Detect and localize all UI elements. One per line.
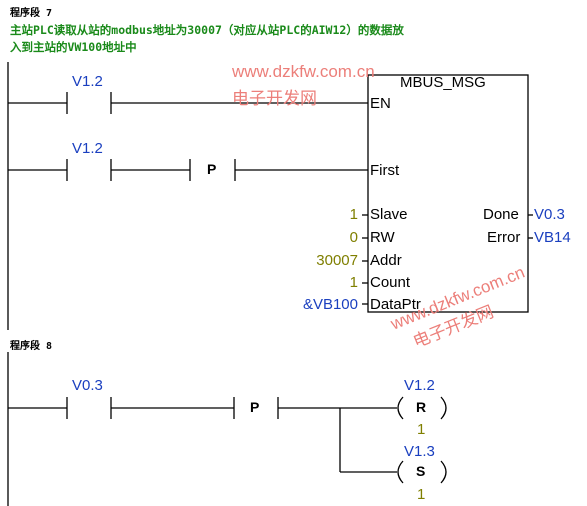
pin-addr: Addr (370, 252, 402, 269)
value-count[interactable]: 1 (349, 274, 358, 291)
value-addr[interactable]: 30007 (316, 252, 358, 269)
value-rw[interactable]: 0 (349, 229, 358, 246)
positive-edge-label: P (207, 161, 217, 177)
value-done[interactable]: V0.3 (534, 206, 565, 223)
contact-v03-address[interactable]: V0.3 (72, 377, 103, 394)
coil-reset-left-paren (397, 396, 404, 420)
block-name[interactable]: MBUS_MSG (400, 74, 486, 91)
value-error[interactable]: VB14 (534, 229, 571, 246)
pin-rw: RW (370, 229, 395, 246)
coil-set-type: S (416, 463, 426, 479)
coil-set-count[interactable]: 1 (417, 486, 426, 503)
watermark-url: www.dzkfw.com.cn (232, 62, 375, 81)
pin-first: First (370, 162, 400, 179)
coil-set-right-paren (440, 460, 447, 484)
pin-done: Done (483, 206, 519, 223)
coil-set-address[interactable]: V1.3 (404, 443, 435, 460)
network8-title: 程序段 8 (10, 341, 53, 352)
watermark-text: 电子开发网 (232, 89, 317, 108)
coil-reset-right-paren (440, 396, 447, 420)
coil-reset-type: R (416, 399, 427, 415)
coil-reset-address[interactable]: V1.2 (404, 377, 435, 394)
contact-en-address[interactable]: V1.2 (72, 73, 103, 90)
coil-reset-count[interactable]: 1 (417, 421, 426, 438)
contact-first-address[interactable]: V1.2 (72, 140, 103, 157)
coil-set-left-paren (397, 460, 404, 484)
network7-comment-line2: 入到主站的VW100地址中 (10, 40, 137, 54)
value-slave[interactable]: 1 (349, 206, 358, 223)
pin-en: EN (370, 95, 391, 112)
mbus-msg-block (367, 74, 529, 313)
pin-dataptr: DataPtr (370, 296, 421, 313)
value-dataptr[interactable]: &VB100 (302, 296, 358, 313)
pin-slave: Slave (370, 206, 408, 223)
pin-error: Error (487, 229, 521, 246)
network7-comment-line1: 主站PLC读取从站的modbus地址为30007（对应从站PLC的AIW12）的… (10, 23, 404, 37)
pin-count: Count (370, 274, 411, 291)
network7-title: 程序段 7 (10, 8, 53, 19)
positive-edge-label-n8: P (250, 399, 260, 415)
